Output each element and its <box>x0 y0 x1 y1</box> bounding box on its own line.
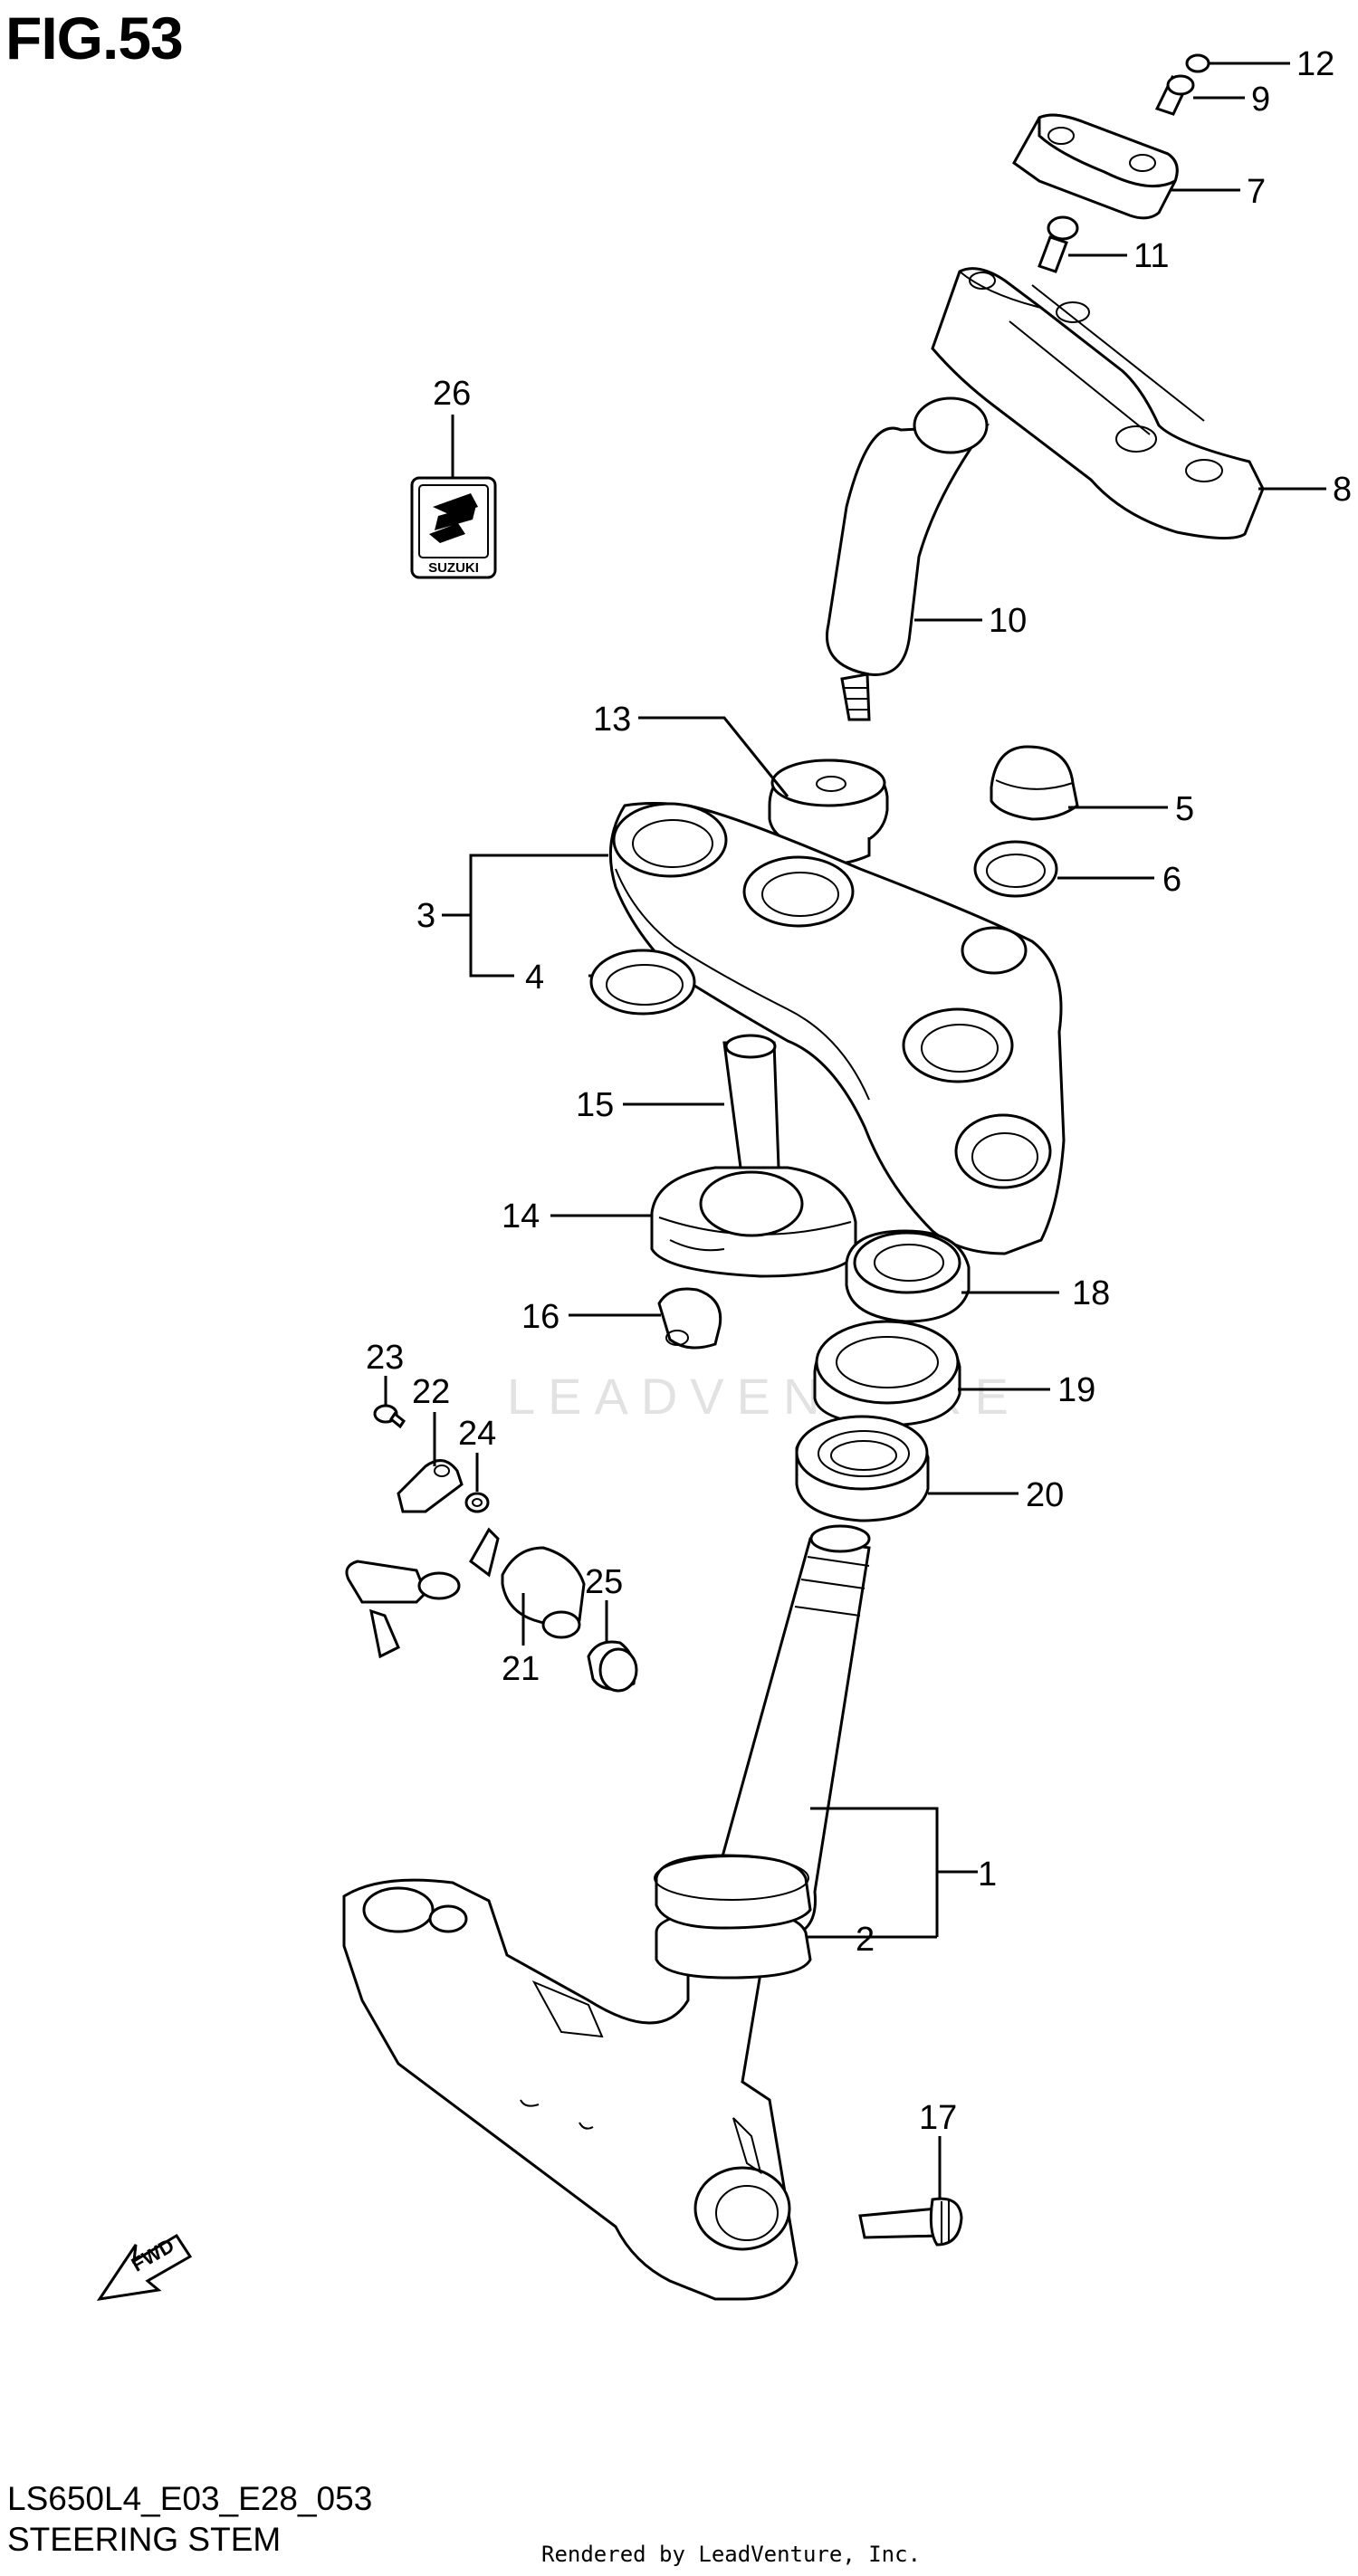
callout-21[interactable]: 21 <box>502 1650 540 1688</box>
part-22-bracket[interactable] <box>397 1459 464 1513</box>
part-1-steering-stem[interactable] <box>342 1524 871 2301</box>
callout-24[interactable]: 24 <box>458 1415 496 1453</box>
model-code: LS650L4_E03_E28_053 <box>7 2480 373 2517</box>
callout-11[interactable]: 11 <box>1133 237 1169 275</box>
callout-10[interactable]: 10 <box>989 602 1027 640</box>
render-credit: Rendered by LeadVenture, Inc. <box>541 2542 922 2567</box>
callout-18[interactable]: 18 <box>1072 1274 1110 1312</box>
part-10-handlebar[interactable] <box>826 396 990 721</box>
callout-13[interactable]: 13 <box>593 701 631 739</box>
part-15-collar[interactable] <box>722 1034 780 1169</box>
part-19-dust-seal[interactable] <box>813 1320 961 1427</box>
callout-25[interactable]: 25 <box>585 1563 623 1601</box>
part-12-cap[interactable] <box>1185 53 1210 73</box>
callout-2[interactable]: 2 <box>856 1921 875 1959</box>
callout-9[interactable]: 9 <box>1251 81 1270 119</box>
callout-16[interactable]: 16 <box>521 1298 559 1336</box>
part-6-washer[interactable] <box>973 840 1058 898</box>
callout-12[interactable]: 12 <box>1296 45 1334 83</box>
part-5-cap-nut[interactable] <box>990 745 1079 821</box>
callout-4[interactable]: 4 <box>525 959 544 997</box>
callout-3[interactable]: 3 <box>416 897 435 935</box>
leader-lines <box>384 62 1326 2199</box>
part-17-bolt[interactable] <box>858 2197 963 2247</box>
callout-8[interactable]: 8 <box>1333 471 1352 509</box>
logo-text: SUZUKI <box>428 560 479 576</box>
part-26-suzuki-emblem[interactable]: SUZUKI <box>410 476 497 579</box>
callout-17[interactable]: 17 <box>919 2099 957 2137</box>
figure-name: STEERING STEM <box>7 2521 282 2558</box>
fwd-arrow-icon: FWD <box>96 2234 193 2302</box>
callout-22[interactable]: 22 <box>412 1373 450 1411</box>
callout-1[interactable]: 1 <box>978 1856 997 1894</box>
part-13-cushion[interactable] <box>768 758 889 866</box>
callout-23[interactable]: 23 <box>366 1339 404 1377</box>
part-20-bearing[interactable] <box>795 1415 930 1522</box>
part-9-bolt[interactable] <box>1154 74 1195 116</box>
part-18-steering-nut[interactable] <box>845 1229 971 1323</box>
callout-26[interactable]: 26 <box>433 375 471 413</box>
part-14-damper[interactable] <box>650 1166 857 1278</box>
part-21-steering-lock[interactable] <box>345 1527 586 1659</box>
callouts: 12 9 7 11 8 10 26 13 5 6 3 4 15 14 16 18… <box>366 45 1352 2137</box>
part-7-holder-upper[interactable] <box>1012 113 1179 220</box>
part-23-screw[interactable] <box>373 1404 406 1429</box>
callout-20[interactable]: 20 <box>1026 1476 1064 1514</box>
callout-14[interactable]: 14 <box>502 1197 540 1236</box>
callout-19[interactable]: 19 <box>1057 1371 1095 1409</box>
callout-6[interactable]: 6 <box>1162 861 1181 899</box>
callout-5[interactable]: 5 <box>1175 790 1194 828</box>
callout-7[interactable]: 7 <box>1247 173 1266 211</box>
part-8-holder-lower[interactable] <box>931 267 1265 540</box>
part-16-grommet[interactable] <box>657 1287 722 1350</box>
figure-title: FIG.53 <box>5 5 184 72</box>
part-11-bolt[interactable] <box>1038 215 1079 273</box>
part-4-o-ring[interactable] <box>589 949 696 1016</box>
part-24-washer[interactable] <box>464 1492 490 1513</box>
callout-15[interactable]: 15 <box>576 1086 614 1124</box>
part-25-cap[interactable] <box>587 1640 638 1693</box>
